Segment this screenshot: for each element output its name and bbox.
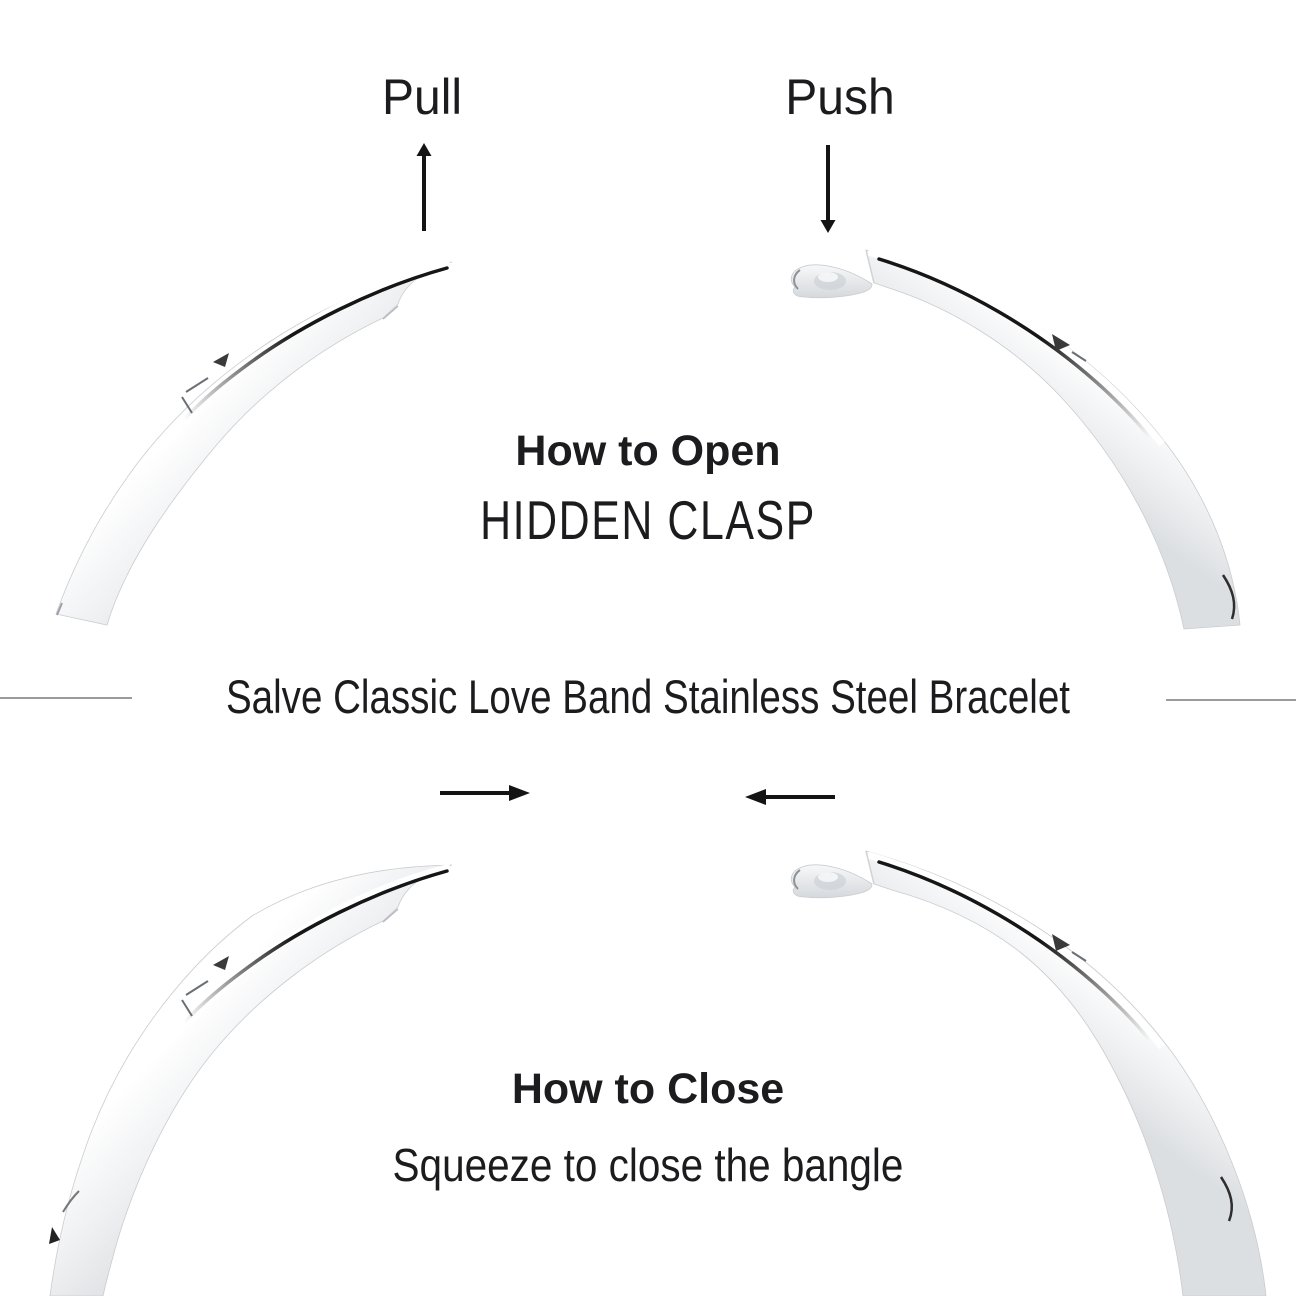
- push-arrow-down-icon: [820, 145, 836, 233]
- bangle-bottom-right-half: [790, 850, 1267, 1296]
- bangle-top-left-half: [55, 260, 453, 626]
- clasp-step-notch: [382, 305, 399, 320]
- hinge-detail: [181, 956, 229, 1017]
- hook-tip-edge: [793, 269, 801, 290]
- bangle-bottom-left-half: [49, 863, 453, 1296]
- latch-spring-detail: [1219, 1176, 1233, 1222]
- push-label: Push: [785, 69, 895, 125]
- close-section-subtitle: Squeeze to close the bangle: [392, 1139, 904, 1191]
- hinge-detail: [1052, 334, 1087, 362]
- banner-divider-right: [1166, 699, 1296, 701]
- product-name: Salve Classic Love Band Stainless Steel …: [225, 670, 1071, 723]
- band-end-edge: [865, 249, 875, 284]
- hook-tip-edge: [793, 869, 801, 890]
- bangle-top-right-half: [790, 248, 1241, 630]
- open-section-subtitle: HIDDEN CLASP: [480, 489, 816, 551]
- clasp-seam-line: [182, 869, 449, 1025]
- pull-arrow-up-icon: [416, 143, 432, 231]
- latch-spring-detail: [1221, 574, 1236, 620]
- pull-label: Pull: [381, 69, 463, 125]
- band-end-edge: [56, 602, 63, 616]
- metal-bevel-highlight: [867, 851, 1165, 1050]
- clasp-seam-line: [877, 257, 1152, 440]
- hook-highlight: [818, 872, 838, 882]
- squeeze-arrow-left-icon: [745, 789, 835, 805]
- clasp-step-notch: [382, 908, 399, 923]
- squeeze-arrow-right-icon: [440, 785, 530, 801]
- clasp-seam-line: [182, 266, 449, 422]
- open-section-title: How to Open: [515, 427, 781, 475]
- band-end-edge: [865, 850, 875, 885]
- hook-highlight: [818, 272, 838, 282]
- hinge-detail: [181, 353, 229, 414]
- metal-bevel-highlight: [867, 248, 1165, 447]
- latch-spring-detail: [49, 1190, 80, 1244]
- clasp-seam-line: [877, 860, 1152, 1043]
- close-section-title: How to Close: [511, 1065, 785, 1113]
- banner-divider-left: [0, 697, 132, 699]
- hinge-detail: [1052, 934, 1087, 962]
